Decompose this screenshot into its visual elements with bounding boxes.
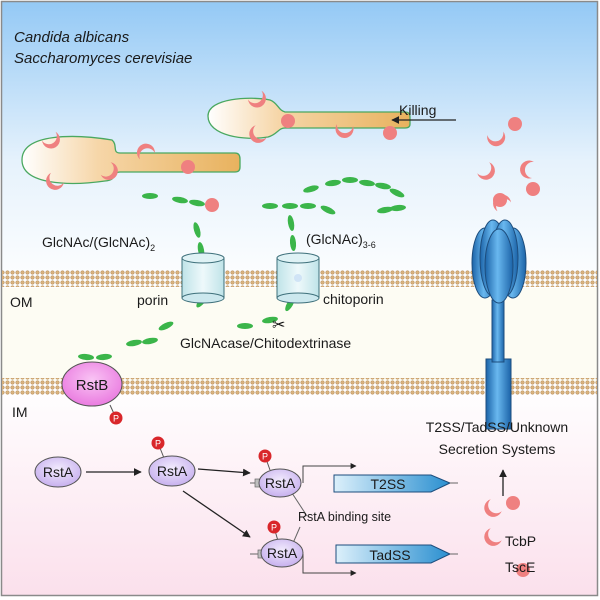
glcnac-unit <box>237 323 253 329</box>
inner-membrane-label: IM <box>12 404 28 420</box>
scissors-icon: ✂ <box>272 317 285 334</box>
killing-label: Killing <box>399 102 436 118</box>
inner-membrane <box>2 378 597 395</box>
phosphate-icon-label: P <box>262 452 268 462</box>
oligo-label-base: (GlcNAc) <box>306 231 363 247</box>
oligo-glcnac-label: (GlcNAc)3-6 <box>306 231 376 250</box>
binding-site-label: RstA binding site <box>298 510 391 524</box>
glcnac-label-base: GlcNAc/(GlcNAc) <box>42 234 150 250</box>
tsce-effector <box>516 563 530 577</box>
rsta-phosphorylated: RstA <box>148 442 196 487</box>
phosphate-icon <box>151 436 165 450</box>
enzyme-label: GlcNAcase/Chitodextrinase <box>180 335 351 351</box>
tcbp-effector <box>136 143 155 160</box>
rsta-label-2: RstA <box>157 463 188 479</box>
tcbp-effector <box>100 162 118 180</box>
phosphate-icon-label: P <box>271 523 277 533</box>
glcnac-unit <box>389 188 405 198</box>
rsta-label-1: RstA <box>43 464 74 480</box>
glcnac-label-subscript: 2 <box>150 243 155 253</box>
rsta-bound-tadss: RstA <box>260 526 304 568</box>
glcnac-unit <box>320 205 336 215</box>
organism-label-2: Saccharomyces cerevisiae <box>14 50 192 67</box>
activation-arrow-tadss <box>182 490 251 538</box>
organism-label-1: Candida albicans <box>14 29 130 46</box>
glcnac-unit <box>377 206 393 214</box>
oligo-label-subscript: 3-6 <box>363 240 376 250</box>
legend-tsce-label: TscE <box>505 559 535 575</box>
rsta-unphosphorylated: RstA <box>34 456 82 488</box>
glcnac-unit <box>342 177 358 183</box>
glcnac-unit <box>325 179 341 187</box>
porin-channel <box>181 252 225 304</box>
tcbp-effector <box>493 194 511 212</box>
secretion-system <box>471 219 527 430</box>
glcnac-unit <box>158 321 174 331</box>
glcnac-unit <box>126 339 142 347</box>
gene-label-t2ss: T2SS <box>370 476 405 492</box>
glcnac-unit <box>189 199 205 207</box>
secretion-label-line1: T2SS/TadSS/Unknown <box>426 419 568 435</box>
glcnac-unit <box>172 196 188 204</box>
phosphate-icon <box>258 449 272 463</box>
rstb-label: RstB <box>76 377 109 394</box>
rstb-sensor-kinase: RstB <box>61 361 123 419</box>
glcnac-unit <box>289 235 297 251</box>
activation-arrow-t2ss <box>197 468 251 477</box>
glcnac-unit <box>193 222 201 238</box>
tcbp-effector <box>42 131 60 149</box>
glcnac-unit <box>287 215 295 231</box>
phosphate-icon <box>109 411 123 425</box>
glcnac-unit <box>262 203 278 209</box>
porin-label: porin <box>137 292 168 308</box>
tcbp-effector <box>477 162 495 180</box>
tcbp-effector <box>248 90 266 108</box>
glcnac-unit <box>142 337 158 345</box>
tsce-effector <box>506 496 520 510</box>
tcbp-effector <box>520 160 534 179</box>
effector-proteins <box>42 90 540 577</box>
tsce-effector <box>181 160 195 174</box>
tsce-effector <box>526 182 540 196</box>
glcnac-unit <box>282 203 298 209</box>
rsta-label-4: RstA <box>267 545 298 561</box>
glcnac-unit <box>262 316 278 324</box>
tcbp-effector <box>335 124 354 138</box>
tsce-effector <box>383 126 397 140</box>
tcbp-effector <box>487 131 506 147</box>
tcbp-effector <box>46 172 64 190</box>
tcbp-effector <box>484 499 502 517</box>
glcnac-unit <box>300 203 316 209</box>
glcnac-unit <box>96 353 112 361</box>
gene-locus-tadss: TadSS <box>250 526 458 576</box>
glcnac-unit <box>375 182 391 190</box>
glcnac-unit <box>359 179 375 187</box>
phosphate-groups: P P P P <box>109 411 281 534</box>
secretion-label-line2: Secretion Systems <box>439 441 556 457</box>
phosphate-icon-label: P <box>113 414 119 424</box>
tsce-effector <box>205 198 219 212</box>
tcbp-effector <box>484 528 502 546</box>
chitoporin-label: chitoporin <box>323 291 384 307</box>
tsce-effector <box>508 117 522 131</box>
glcnac-label: GlcNAc/(GlcNAc)2 <box>42 234 155 253</box>
gene-label-tadss: TadSS <box>369 547 410 563</box>
tcbp-effector <box>249 125 267 143</box>
glcnac-unit <box>142 193 158 199</box>
phosphate-icon <box>267 520 281 534</box>
tsce-effector <box>281 114 295 128</box>
rsta-label-3: RstA <box>265 475 296 491</box>
glcnac-unit <box>78 353 94 361</box>
glcnac-unit <box>390 204 406 212</box>
legend-tcbp-label: TcbP <box>505 533 536 549</box>
outer-membrane-label: OM <box>10 294 33 310</box>
phosphate-icon-label: P <box>155 439 161 449</box>
chitoporin-channel <box>276 252 320 304</box>
glcnac-unit <box>303 185 319 193</box>
